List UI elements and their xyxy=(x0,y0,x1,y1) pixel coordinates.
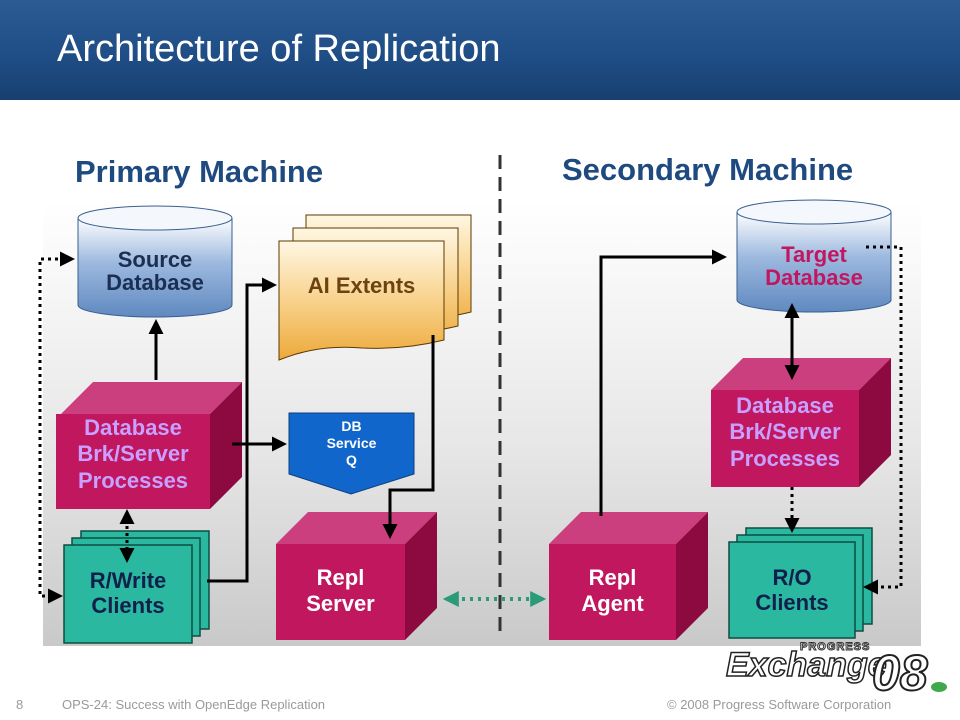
service-queue-label-line1: DB xyxy=(341,418,362,434)
ro-clients-label: R/O Clients xyxy=(729,565,855,616)
source-database-icon xyxy=(77,205,233,318)
source-db-label-line2: Database xyxy=(106,270,204,296)
logo-dot-icon xyxy=(931,682,947,692)
source-db-label-line1: Source xyxy=(117,247,193,272)
target-db-label: Target Database xyxy=(737,243,891,289)
target-database-icon xyxy=(736,199,892,313)
ai-extents-icon xyxy=(278,214,472,361)
primary-broker-label-line3: Processes xyxy=(77,467,189,493)
repl-server-label-line1: Repl xyxy=(316,565,365,590)
target-db-label-line1: Target xyxy=(781,242,847,267)
repl-server-label-line2: Server xyxy=(306,591,375,617)
secondary-broker-label: Database Brk/Server Processes xyxy=(711,393,859,472)
service-queue-icon xyxy=(288,412,415,495)
arrow-clients-to-ai-extents xyxy=(207,277,277,583)
secondary-broker-label-line3: Processes xyxy=(729,445,841,471)
logo-word-text: Exchange xyxy=(725,645,887,685)
repl-agent-label-line2: Agent xyxy=(581,591,644,617)
rw-clients-label-line2: Clients xyxy=(91,593,165,619)
ro-clients-label-line1: R/O xyxy=(772,565,812,590)
arrow-repl-agent-to-target-db xyxy=(599,249,727,516)
secondary-broker-label-line1: Database xyxy=(736,393,834,418)
service-queue-label: DB Service Q xyxy=(289,418,414,468)
footer-session-title: OPS-24: Success with OpenEdge Replicatio… xyxy=(62,697,326,712)
page-number: 8 xyxy=(16,697,24,712)
primary-broker-label-line1: Database xyxy=(84,415,182,440)
repl-server-box-icon xyxy=(276,512,437,640)
ai-extents-label: AI Extents xyxy=(307,273,416,298)
slide-title: Architecture of Replication xyxy=(57,28,501,70)
title-bar: Architecture of Replication xyxy=(0,0,960,100)
ro-clients-icon xyxy=(728,527,873,639)
arrow-ai-extents-to-repl-server xyxy=(382,335,435,539)
target-db-label-line2: Database xyxy=(765,265,863,291)
service-queue-label-line3: Q xyxy=(346,451,357,468)
repl-server-label: Repl Server xyxy=(276,565,405,618)
secondary-machine-title: Secondary Machine xyxy=(562,152,854,187)
secondary-broker-label-line2: Brk/Server xyxy=(729,419,841,445)
source-db-label: Source Database xyxy=(78,248,232,294)
logo-brand-text: PROGRESS xyxy=(799,641,871,654)
primary-machine-title: Primary Machine xyxy=(75,154,324,189)
repl-agent-box-icon xyxy=(549,512,708,640)
repl-agent-label: Repl Agent xyxy=(549,565,676,618)
repl-agent-label-line1: Repl xyxy=(588,565,637,590)
primary-broker-label: Database Brk/Server Processes xyxy=(56,415,210,494)
ro-clients-label-line2: Clients xyxy=(755,590,829,616)
footer-copyright: © 2008 Progress Software Corporation xyxy=(667,697,892,712)
logo-year-text: 08 xyxy=(871,644,929,702)
primary-broker-label-line2: Brk/Server xyxy=(77,441,189,467)
rw-clients-icon xyxy=(63,530,210,644)
dotted-target-db-ro-clients-loop xyxy=(863,245,903,595)
rw-clients-label: R/Write Clients xyxy=(64,568,192,619)
rw-clients-label-line1: R/Write xyxy=(89,568,167,593)
dotted-db-clients-loop xyxy=(38,251,75,604)
primary-broker-box-icon xyxy=(56,382,242,509)
secondary-broker-box-icon xyxy=(711,358,891,487)
service-queue-label-line2: Service xyxy=(326,434,377,451)
